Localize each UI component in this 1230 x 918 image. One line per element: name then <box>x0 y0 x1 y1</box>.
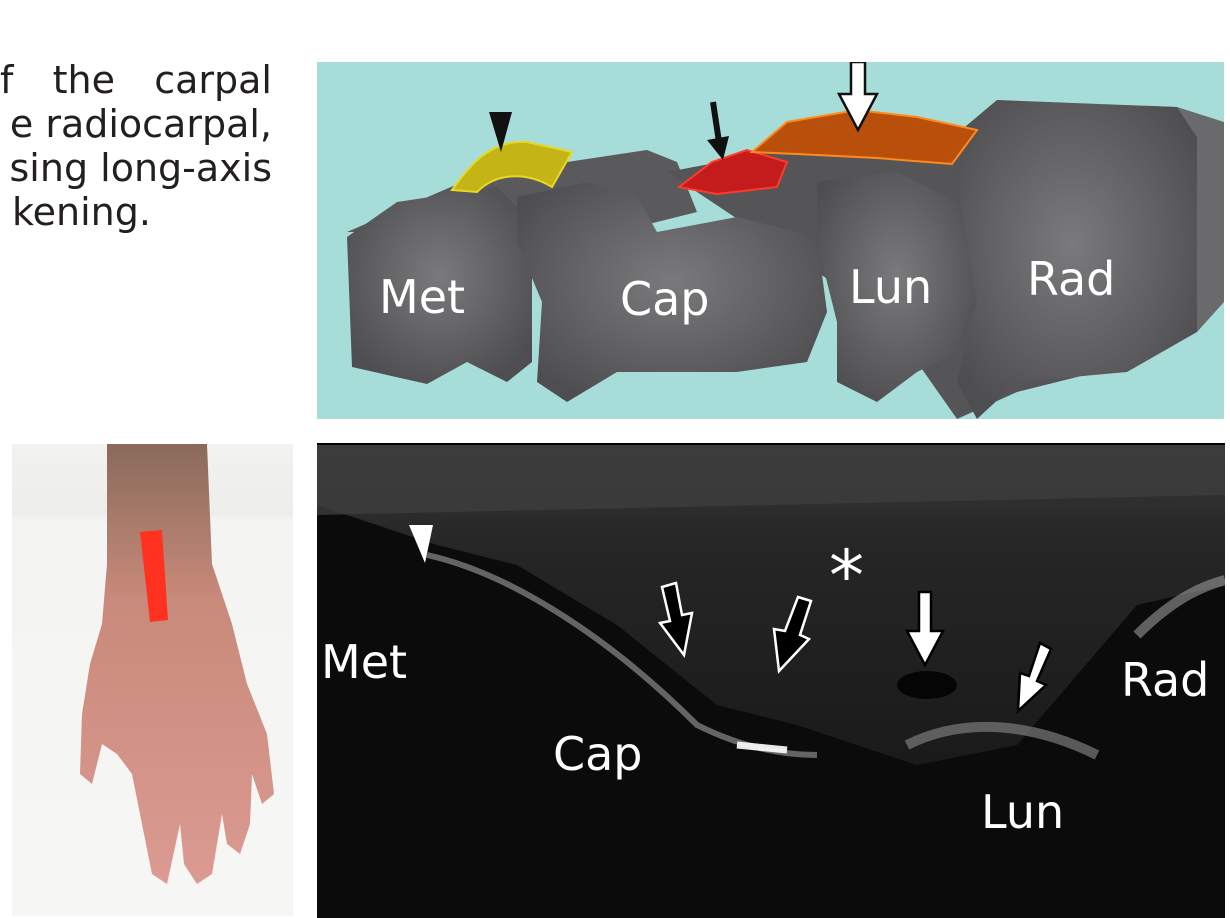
caption-line: e radiocarpal, <box>9 102 272 146</box>
white-arrow-icon <box>836 62 880 133</box>
hand-photo <box>12 444 293 916</box>
caption-line: sing long-axis <box>9 146 273 190</box>
lun-bone <box>817 172 977 402</box>
orange-ligament <box>749 108 979 166</box>
label-met: Met <box>379 270 466 324</box>
ultrasound-image: * Met Cap Lun Rad <box>317 443 1225 918</box>
asterisk-marker-icon: * <box>829 535 864 617</box>
ultrasound-scan: * <box>317 445 1225 765</box>
label-cap: Cap <box>553 727 643 781</box>
caption-line: f the carpal <box>0 58 272 102</box>
hand-illustration <box>80 444 274 884</box>
white-arrow-icon <box>1016 641 1053 715</box>
probe-position-marker <box>140 530 168 622</box>
white-arrow-icon <box>904 590 946 668</box>
label-lun: Lun <box>981 785 1065 839</box>
black-arrow-icon <box>657 581 694 659</box>
label-rad: Rad <box>1027 252 1116 306</box>
carpal-3d-diagram: Met Cap Lun Rad <box>317 62 1224 419</box>
rad-bone <box>947 100 1197 419</box>
cap-bone <box>517 182 827 402</box>
caption-line: kening. <box>12 190 151 234</box>
red-ligament <box>676 148 789 196</box>
arrowhead-marker-icon <box>489 112 512 152</box>
label-rad: Rad <box>1121 653 1210 707</box>
bones-illustration <box>347 62 1224 419</box>
met-bone <box>347 187 532 384</box>
yellow-ligament <box>450 140 574 194</box>
arrowhead-marker-icon <box>409 525 433 563</box>
label-cap: Cap <box>620 272 710 326</box>
caption-text: f the carpal e radiocarpal, sing long-ax… <box>0 58 272 234</box>
label-met: Met <box>321 635 408 689</box>
black-arrow-icon <box>707 101 729 160</box>
label-lun: Lun <box>849 260 933 314</box>
black-arrow-icon <box>772 595 813 674</box>
